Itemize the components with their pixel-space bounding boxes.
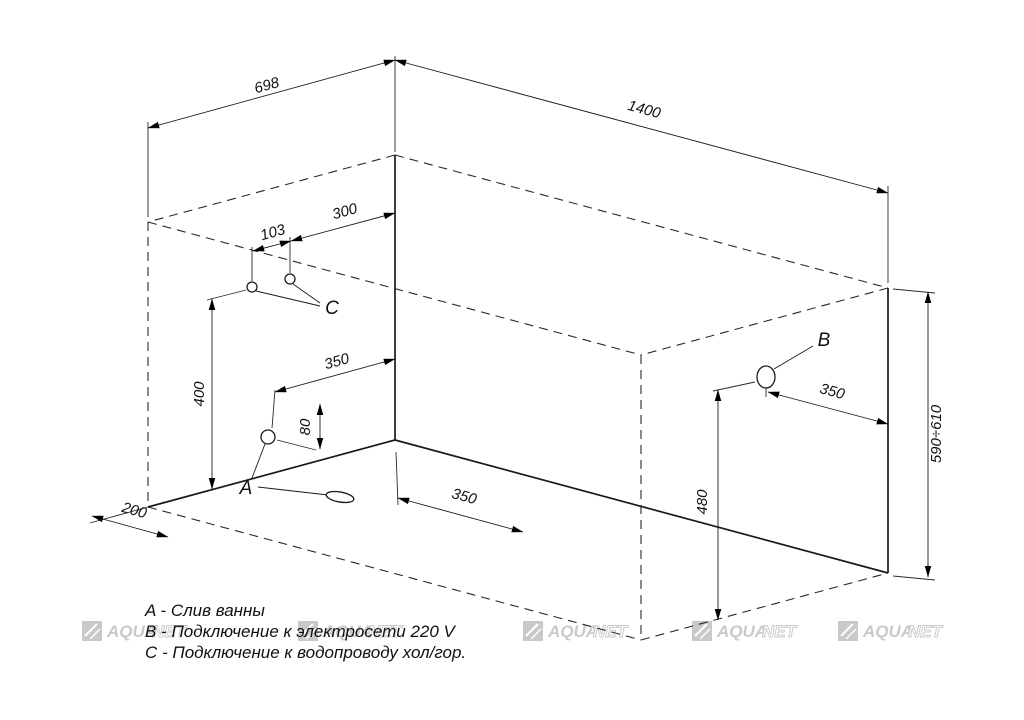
drain-wall-icon: [260, 429, 276, 445]
label-overall-height: 590÷610: [928, 404, 945, 463]
dimension-labels: 698 1400 103 300 400 350 80 350 200 480 …: [119, 74, 945, 522]
point-label-b: B: [818, 330, 831, 351]
watermark-text-net: NET: [368, 622, 404, 641]
watermark-logo: AQUA NET: [523, 621, 629, 641]
dim-depth: [147, 59, 396, 129]
dim-floor-offset: [91, 515, 169, 538]
watermark-logo: AQUA NET: [298, 621, 404, 641]
label-c-offset: 300: [330, 200, 359, 223]
point-label-a: A: [239, 478, 253, 499]
dim-b-offset: [767, 391, 889, 425]
dim-length: [394, 59, 889, 194]
watermark-logo-icon: [692, 621, 712, 641]
extension-lines: [147, 56, 936, 581]
watermark-text-net: NET: [762, 622, 798, 641]
watermark-band: AQUA NET AQUA NET AQUA NET AQUA NET: [82, 621, 944, 641]
box-edges: [89, 154, 889, 641]
legend-line-b: B - Подключение к электросети 220 V: [145, 622, 457, 641]
watermark-text-net: NET: [908, 622, 944, 641]
watermark-text-aqua: AQUA: [862, 622, 913, 641]
watermark-text-aqua: AQUA: [322, 622, 373, 641]
label-floor-offset: 200: [119, 499, 149, 523]
watermark-logo: AQUA NET: [692, 621, 798, 641]
dimension-lines: [91, 59, 932, 621]
point-labels: A B C: [239, 298, 831, 499]
watermark-logo-icon: [838, 621, 858, 641]
label-a-height: 80: [297, 418, 314, 435]
electric-connection-icon: [756, 365, 776, 389]
watermark-text-aqua: AQUA: [716, 622, 767, 641]
dim-a-offset: [274, 358, 396, 393]
label-a-offset: 350: [322, 350, 351, 373]
leader-c-right: [292, 283, 321, 304]
label-length: 1400: [626, 97, 663, 122]
watermark-logo-icon: [523, 621, 543, 641]
water-connection-right-icon: [284, 273, 296, 285]
watermark-text-aqua: AQUA: [106, 622, 157, 641]
hidden-edge-top-right: [640, 287, 889, 356]
watermark-text-net: NET: [152, 622, 188, 641]
watermark-logo-icon: [82, 621, 102, 641]
hidden-edge-top-left: [147, 154, 396, 223]
water-connection-left-icon: [246, 281, 258, 293]
dim-a-floor-offset: [397, 497, 524, 533]
label-c-spacing: 103: [258, 221, 287, 244]
dim-c-offset: [290, 212, 396, 242]
edge-bottom-left: [147, 439, 396, 508]
watermark-logo: AQUA NET: [82, 621, 188, 641]
watermark-text-net: NET: [593, 622, 629, 641]
leader-a-floor: [257, 486, 329, 496]
watermark-logo-icon: [298, 621, 318, 641]
label-b-offset: 350: [818, 380, 847, 403]
hidden-edge-top-front: [394, 154, 889, 289]
leader-a-up: [251, 443, 266, 479]
label-c-height: 400: [191, 381, 208, 407]
label-b-height: 480: [694, 489, 711, 515]
leader-b: [773, 345, 814, 370]
connection-features: [246, 273, 814, 504]
leader-c-left: [255, 290, 321, 307]
point-label-c: C: [325, 298, 339, 319]
watermark-logo: AQUA NET: [838, 621, 944, 641]
legend: A - Слив ванны B - Подключение к электро…: [144, 601, 466, 662]
label-depth: 698: [252, 74, 281, 97]
legend-line-c: C - Подключение к водопроводу хол/гор.: [145, 643, 466, 662]
label-a-floor-offset: 350: [450, 485, 479, 508]
dim-c-spacing: [252, 240, 292, 252]
hidden-edge-top-back: [147, 221, 642, 356]
hidden-edge-bottom-back-right: [640, 572, 889, 641]
watermark-text-aqua: AQUA: [547, 622, 598, 641]
hidden-edge-bottom-back-left: [147, 506, 642, 641]
legend-line-a: A - Слив ванны: [144, 601, 265, 620]
drain-floor-icon: [325, 490, 355, 504]
